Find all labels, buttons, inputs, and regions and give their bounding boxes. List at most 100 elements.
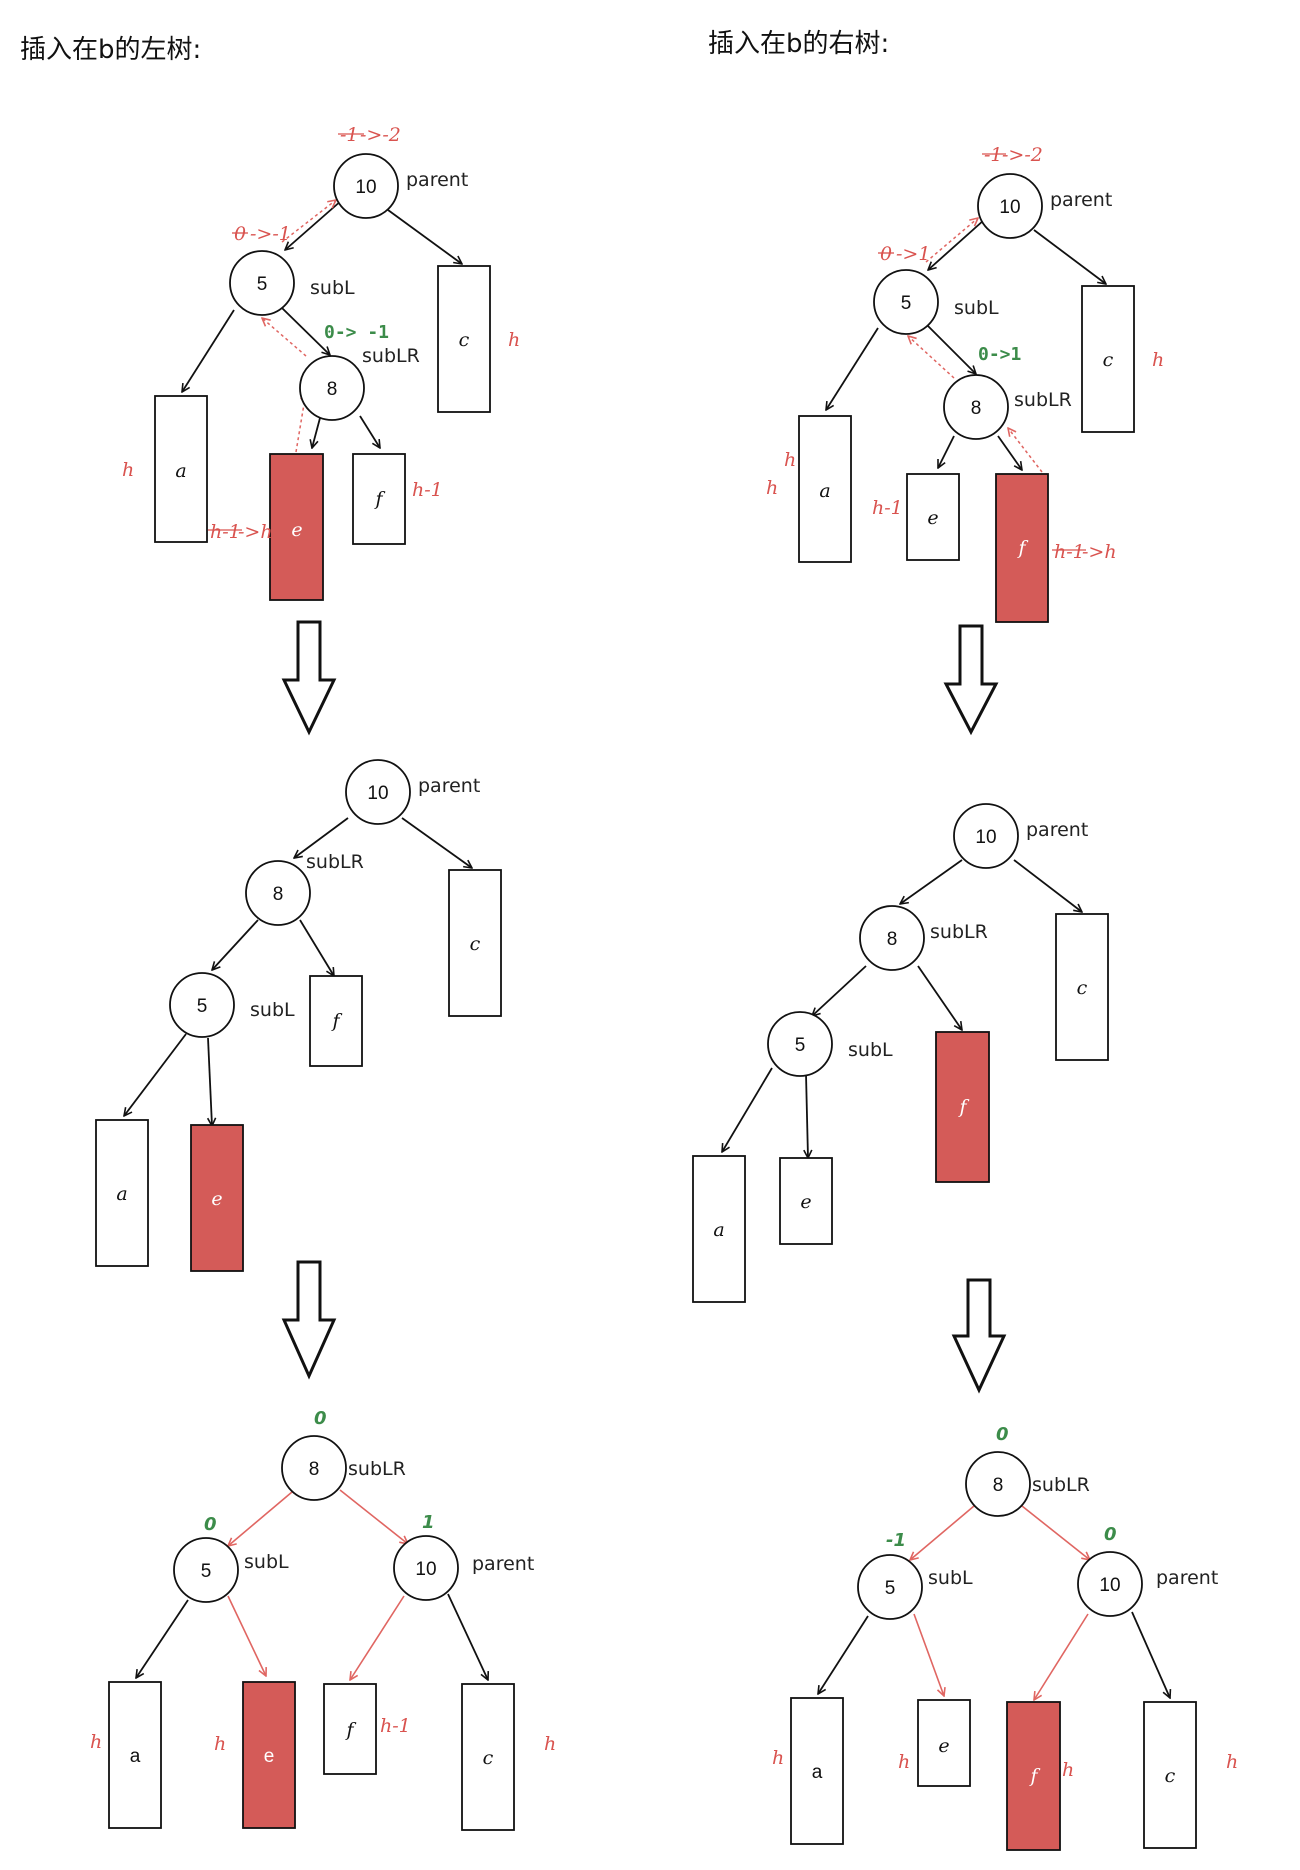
right3-f-height: h xyxy=(1062,1759,1074,1781)
left1-f-height: h-1 xyxy=(412,479,443,501)
right1-leaf-e xyxy=(906,473,960,561)
left2-leaf-f-text: f xyxy=(330,1010,342,1032)
right2-leaf-a xyxy=(692,1155,746,1303)
left-down-arrow-2 xyxy=(281,1260,337,1380)
right1-node-10 xyxy=(977,173,1043,239)
right2-subL-label: subL xyxy=(848,1039,893,1061)
left1-node-8-text: 8 xyxy=(327,379,338,400)
left3-leaf-e-text: e xyxy=(264,1746,275,1767)
left3-node-5 xyxy=(173,1537,239,1603)
left2-node-10 xyxy=(345,759,411,825)
left1-leaf-c xyxy=(437,265,491,413)
left1-node-10-text: 10 xyxy=(355,177,376,198)
left-stage-1: -1 ->-2 0 ->-1 0-> -1 10 parent 5 subL 8… xyxy=(122,124,520,601)
left3-leaf-a-text: a xyxy=(130,1746,141,1767)
right3-node-10-text: 10 xyxy=(1099,1575,1120,1596)
left2-node-8 xyxy=(245,860,311,926)
right3-leaf-f xyxy=(1006,1701,1061,1851)
right1-subL-bf-old: 0 xyxy=(880,243,892,265)
left3-c-height: h xyxy=(544,1733,556,1755)
right3-leaf-c xyxy=(1143,1701,1197,1849)
right1-subLR-label: subLR xyxy=(1014,389,1072,411)
left3-parent-label: parent xyxy=(472,1553,534,1575)
left1-subL-label: subL xyxy=(310,277,355,299)
left1-node-8 xyxy=(299,355,365,421)
right1-c-height: h xyxy=(1152,349,1164,371)
right3-e-height: h xyxy=(898,1751,910,1773)
right1-node-5-text: 5 xyxy=(901,293,912,314)
right1-leaf-c-text: c xyxy=(1103,349,1114,371)
left1-leaf-f xyxy=(352,453,406,545)
left3-subL-bf: 0 xyxy=(204,1514,217,1535)
left3-subLR-label: subLR xyxy=(348,1458,406,1480)
left1-a-height: h xyxy=(122,459,134,481)
left1-e-height-old: h-1 xyxy=(210,521,241,543)
left1-leaf-e xyxy=(269,453,324,601)
left-down-arrow-1 xyxy=(281,620,337,736)
right3-leaf-e xyxy=(917,1699,971,1787)
right1-subL-bf-new: ->1 xyxy=(896,243,930,265)
right-down-arrow-1 xyxy=(943,624,999,736)
left2-node-8-text: 8 xyxy=(273,884,284,905)
right1-leaf-f xyxy=(995,473,1049,623)
right-stage-3: 0 -1 0 8 subLR 5 subL 10 parent a h e h … xyxy=(772,1424,1238,1851)
left3-e-height: h xyxy=(214,1733,226,1755)
left3-leaf-e xyxy=(242,1681,296,1829)
left-stage-3: 0 0 1 8 subLR 5 subL 10 parent a h e h f… xyxy=(90,1408,556,1831)
right2-leaf-c xyxy=(1055,913,1109,1061)
right2-leaf-e xyxy=(779,1157,833,1245)
left2-leaf-c-text: c xyxy=(470,933,481,955)
right2-leaf-c-text: c xyxy=(1077,977,1088,999)
right3-leaf-a-text: a xyxy=(812,1762,823,1783)
left3-leaf-f-text: f xyxy=(344,1719,356,1741)
right1-node-5 xyxy=(873,269,939,335)
left1-subL-bf-new: ->-1 xyxy=(250,223,291,245)
left1-leaf-e-text: e xyxy=(291,519,302,541)
left1-parent-bf-new: ->-2 xyxy=(360,124,401,146)
right1-leaf-c xyxy=(1081,285,1135,433)
left1-leaf-a xyxy=(154,395,208,543)
right1-node-10-text: 10 xyxy=(999,197,1020,218)
left-stage-2: 10 parent 8 subLR 5 subL a e f c xyxy=(95,759,502,1272)
right2-leaf-a-text: a xyxy=(713,1219,724,1241)
right-stage-1: -1 ->-2 0 ->1 0->1 10 parent 5 subL 8 su… xyxy=(766,144,1164,623)
right1-parent-label: parent xyxy=(1050,189,1112,211)
right3-node-10 xyxy=(1077,1551,1143,1617)
right1-a-height-2: h xyxy=(766,477,778,499)
right3-leaf-e-text: e xyxy=(938,1735,949,1757)
left1-c-height: h xyxy=(508,329,520,351)
left3-f-height: h-1 xyxy=(380,1715,411,1737)
right-stage-2: 10 parent 8 subLR 5 subL a e f c xyxy=(692,803,1109,1303)
left1-parent-label: parent xyxy=(406,169,468,191)
right2-leaf-f xyxy=(935,1031,990,1183)
left2-parent-label: parent xyxy=(418,775,480,797)
right3-subLR-bf: 0 xyxy=(996,1424,1009,1445)
right1-leaf-e-text: e xyxy=(927,507,938,529)
right3-node-8-text: 8 xyxy=(993,1475,1004,1496)
right3-subLR-label: subLR xyxy=(1032,1474,1090,1496)
left2-subLR-label: subLR xyxy=(306,851,364,873)
left2-node-5-text: 5 xyxy=(197,996,208,1017)
left3-parent-bf: 1 xyxy=(422,1512,435,1533)
left2-leaf-a-text: a xyxy=(116,1183,127,1205)
right2-node-10-text: 10 xyxy=(975,827,996,848)
left3-node-10 xyxy=(393,1535,459,1601)
left3-subLR-bf: 0 xyxy=(314,1408,327,1429)
right3-leaf-f-text: f xyxy=(1028,1765,1040,1787)
left2-node-5 xyxy=(169,972,235,1038)
right3-a-height: h xyxy=(772,1747,784,1769)
right2-subLR-label: subLR xyxy=(930,921,988,943)
left2-leaf-e xyxy=(190,1124,244,1272)
left2-leaf-c xyxy=(448,869,502,1017)
right3-parent-label: parent xyxy=(1156,1567,1218,1589)
right3-subL-bf: -1 xyxy=(886,1530,906,1551)
left2-leaf-f xyxy=(309,975,363,1067)
right3-leaf-a xyxy=(790,1697,844,1845)
right-down-arrow-2 xyxy=(951,1278,1007,1394)
left3-node-8 xyxy=(281,1435,347,1501)
left1-node-10 xyxy=(333,153,399,219)
left1-leaf-a-text: a xyxy=(175,460,186,482)
right1-f-height-old: h-1 xyxy=(1054,541,1085,563)
right3-subL-label: subL xyxy=(928,1567,973,1589)
